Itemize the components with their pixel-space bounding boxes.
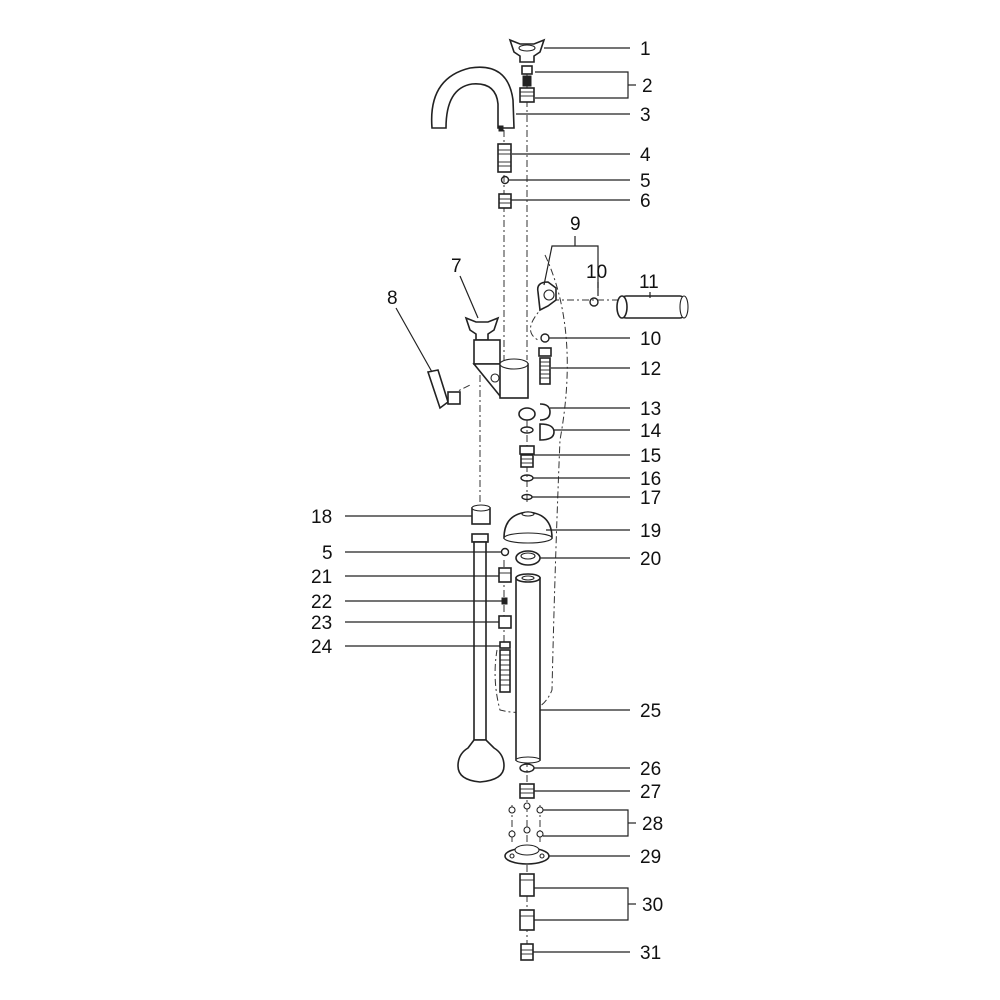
- callout-7: 7: [451, 256, 462, 277]
- callout-28: 28: [642, 814, 663, 835]
- callout-5-lower: 5: [322, 543, 333, 564]
- callout-21: 21: [311, 567, 332, 588]
- part-7-cross-handle: [464, 316, 500, 341]
- part-10-washer-lower: [540, 333, 550, 343]
- part-29-flange: [504, 844, 550, 865]
- part-24-hose: [499, 641, 511, 693]
- callout-27: 27: [640, 782, 661, 803]
- callout-20: 20: [640, 549, 661, 570]
- callout-14: 14: [640, 421, 662, 442]
- callout-19: 19: [640, 521, 661, 542]
- callout-15: 15: [640, 446, 661, 467]
- part-22-pin: [501, 597, 508, 605]
- callout-10-upper: 10: [586, 262, 607, 283]
- part-28-screws: [508, 802, 544, 838]
- callout-13: 13: [640, 399, 661, 420]
- part-11-hand-shower: [616, 295, 689, 319]
- callout-3: 3: [640, 105, 651, 126]
- callout-12: 12: [640, 359, 661, 380]
- floor-column: [457, 533, 505, 783]
- callout-24: 24: [311, 637, 333, 658]
- callout-9: 9: [570, 214, 581, 235]
- part-9-elbow: [536, 281, 557, 312]
- part-27-nipple: [519, 783, 535, 799]
- part-8-lever-handle: [426, 369, 461, 410]
- part-21-fitting: [498, 567, 512, 583]
- part-4-connector: [497, 143, 512, 173]
- callout-11: 11: [639, 272, 659, 293]
- part-5-o-ring: [500, 175, 510, 185]
- part-31-end-fitting: [520, 943, 534, 961]
- callout-31: 31: [640, 943, 661, 964]
- part-3-spout: [430, 66, 515, 132]
- part-13-clip: [518, 403, 551, 421]
- callout-23: 23: [311, 613, 332, 634]
- callout-6: 6: [640, 191, 651, 212]
- callout-4: 4: [640, 145, 651, 166]
- leader-lines: [345, 47, 651, 953]
- callout-10-lower: 10: [640, 329, 661, 350]
- callout-2: 2: [642, 76, 653, 97]
- callout-22: 22: [311, 592, 332, 613]
- callout-26: 26: [640, 759, 661, 780]
- part-25-riser-tube: [515, 573, 541, 764]
- callout-17: 17: [640, 488, 661, 509]
- part-23-sleeve: [498, 615, 512, 629]
- part-10-washer: [589, 297, 599, 307]
- part-19-cover: [503, 511, 553, 544]
- part-15-diverter: [519, 445, 535, 468]
- part-5-o-ring-lower: [500, 547, 510, 557]
- callout-29: 29: [640, 847, 661, 868]
- callout-18: 18: [311, 507, 332, 528]
- callout-16: 16: [640, 469, 661, 490]
- callout-8: 8: [387, 288, 398, 309]
- part-1-cross-handle: [508, 38, 546, 63]
- callout-1: 1: [640, 39, 651, 60]
- valve-body: [472, 339, 529, 399]
- part-6-nipple: [498, 193, 512, 209]
- callout-5: 5: [640, 171, 651, 192]
- part-20-nut: [515, 550, 541, 566]
- part-14-holder: [520, 423, 555, 441]
- part-12-hose-connector: [538, 347, 552, 385]
- part-30-supply-fittings: [519, 873, 535, 931]
- callout-labels: 1 2 3 4 5 6 9 10 11 7 8 10 12 13 14 15 1…: [311, 39, 663, 964]
- part-2-cartridge: [519, 65, 535, 103]
- callout-25: 25: [640, 701, 661, 722]
- part-18-escutcheon: [471, 504, 491, 525]
- callout-30: 30: [642, 895, 663, 916]
